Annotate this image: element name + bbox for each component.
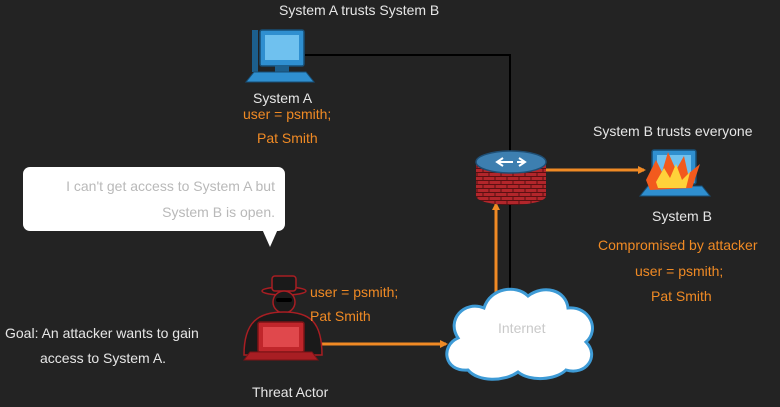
computer-icon[interactable] — [244, 29, 316, 83]
system-b-name: System B — [652, 208, 712, 224]
system-b-caption: System B trusts everyone — [593, 123, 753, 139]
system-b-person: Pat Smith — [651, 288, 712, 304]
bubble-line-1: I can't get access to System A but — [66, 178, 275, 194]
top-caption: System A trusts System B — [279, 2, 440, 18]
threat-actor-label: Threat Actor — [252, 384, 329, 400]
compromised-computer-icon[interactable] — [638, 149, 712, 197]
speech-bubble-tail — [262, 229, 278, 247]
system-b-user: user = psmith; — [635, 263, 724, 279]
internet-label: Internet — [498, 320, 546, 336]
goal-line-2: access to System A. — [40, 350, 167, 366]
cloud-icon[interactable] — [445, 287, 594, 381]
system-a-person: Pat Smith — [257, 130, 318, 146]
actor-person: Pat Smith — [310, 308, 371, 324]
system-b-compromised: Compromised by attacker — [598, 237, 758, 253]
speech-bubble: I can't get access to System A but Syste… — [23, 167, 285, 231]
system-a-user: user = psmith; — [243, 106, 332, 122]
actor-user: user = psmith; — [310, 284, 399, 300]
system-a-name: System A — [253, 90, 313, 106]
link-system-a-router — [305, 54, 511, 162]
hacker-icon[interactable] — [243, 275, 323, 361]
goal-line-1: Goal: An attacker wants to gain — [5, 325, 199, 341]
bubble-line-2: System B is open. — [162, 204, 275, 220]
firewall-router-icon[interactable] — [475, 150, 547, 205]
